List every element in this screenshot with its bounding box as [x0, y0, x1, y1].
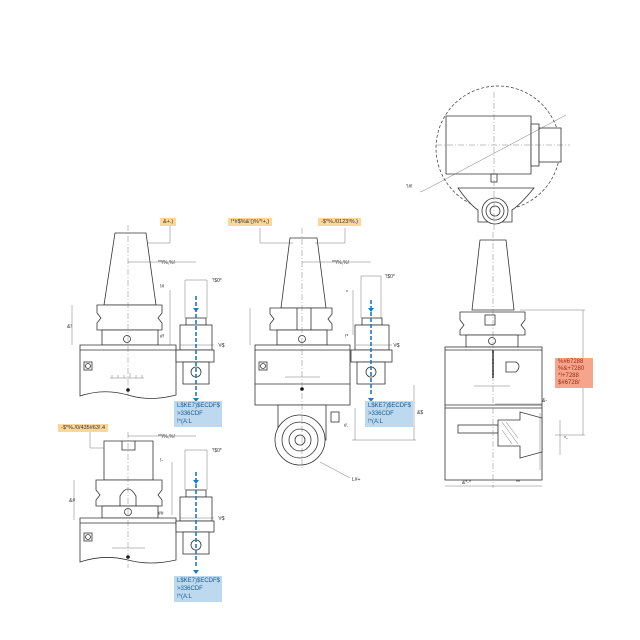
callout-tag: -$*%./0123!%.): [318, 218, 361, 226]
info-line: L$KE7)$ECDF$: [177, 578, 221, 584]
screw-icon: [488, 337, 496, 345]
dim-label: &*-*: [462, 480, 471, 486]
dim-label: &#: [69, 498, 75, 504]
view-top-left: **/%,%! '!$0* !# &! #! '#$: [67, 225, 225, 402]
dim-label: &-: [542, 398, 547, 404]
dim-label: &$: [417, 410, 423, 416]
info-line: >336CDF: [177, 411, 203, 417]
dim-label: !*: [345, 334, 348, 340]
flange: [95, 479, 163, 507]
taper-shank: [471, 239, 515, 311]
flange: [96, 304, 163, 331]
info-line: *!+7288: [558, 373, 579, 379]
hsk-shank: [103, 440, 154, 481]
dim-label: #.: [344, 423, 348, 429]
view-bottom-left: **/%,%! '!$0* !- &# ## '#$: [69, 430, 225, 574]
dim-label: !-: [160, 458, 163, 464]
info-line: >336CDF: [368, 411, 394, 417]
view-top-middle: **/%,%! '!$0* * !* '#$ &$ #. L#+: [249, 228, 423, 483]
info-box: L$KE7)$ECDF$ >336CDF !*(A:L: [174, 576, 222, 602]
dim-label: **: [516, 480, 520, 486]
info-box-salmon: %#67288 %&+7280 *!+7288 $#6728/: [555, 358, 593, 388]
info-box: L$KE7)$ECDF$ >336CDF !*(A:L: [365, 401, 413, 427]
dim-label: ##: [158, 511, 164, 517]
dim-label: *-: [564, 436, 568, 442]
info-line: L$KE7)$ECDF$: [368, 403, 412, 409]
dim-label: '#$: [393, 343, 400, 349]
taper-shank: [103, 232, 157, 306]
screw-icon: [124, 508, 132, 516]
dim-label: **/%,%!: [158, 434, 175, 440]
screw-icon: [123, 335, 131, 343]
info-line: L$KE7)$ECDF$: [177, 403, 221, 409]
dim-label: &!: [67, 324, 72, 330]
info-line: !*(A:L: [368, 419, 384, 425]
dim-label: '!$0*: [212, 278, 222, 284]
info-line: %&+7280: [558, 366, 585, 372]
callout-tag: !*#$%&'()%*!+,): [228, 218, 273, 226]
view-right: '!#! &- *- &*-* **: [406, 85, 585, 488]
callout-tag: -$*%./0/435#63!.4: [58, 424, 109, 432]
info-line: $#6728/: [558, 380, 580, 386]
info-box: L$KE7)$ECDF$ >336CDF !*(A:L: [174, 401, 222, 427]
dim-label: #!: [160, 334, 164, 340]
dim-label: **/%,%!: [158, 260, 175, 266]
dim-label: L#+: [352, 477, 361, 483]
dim-label: '!$0*: [385, 274, 395, 280]
head-body: [79, 517, 177, 564]
info-line: !*(A:L: [177, 419, 193, 425]
info-line: %#67288: [558, 359, 584, 365]
taper-shank: [280, 237, 327, 309]
dim-label: !#: [160, 284, 164, 290]
dim-label: '!$0*: [212, 448, 222, 454]
dim-label: *: [346, 290, 348, 296]
head-body: [254, 344, 351, 406]
dim-label: '#$: [218, 516, 225, 522]
flange: [269, 307, 333, 331]
dim-label: '!#!: [406, 184, 413, 190]
callout-tag: &+.): [160, 218, 177, 226]
dim-label: '#$: [218, 343, 225, 349]
output-disc: [274, 414, 326, 466]
info-line: !*(A:L: [177, 594, 193, 600]
dim-label: **/%,%!: [332, 260, 349, 266]
info-line: >336CDF: [177, 586, 203, 592]
